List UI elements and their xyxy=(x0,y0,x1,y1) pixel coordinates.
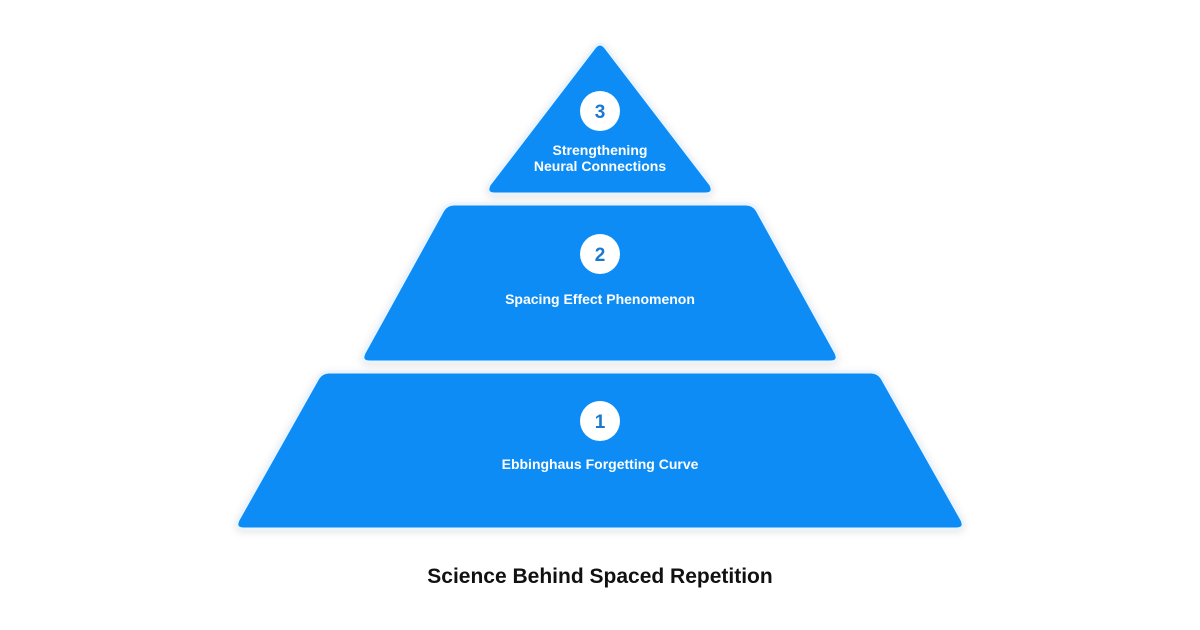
tier-label: Strengthening xyxy=(553,142,648,158)
tier-number: 3 xyxy=(595,102,606,123)
tier-label: Spacing Effect Phenomenon xyxy=(505,291,695,307)
tier-label: Ebbinghaus Forgetting Curve xyxy=(502,456,699,472)
tier-number-badge xyxy=(580,234,620,274)
tier-shape xyxy=(361,202,839,364)
tier-label: Neural Connections xyxy=(534,158,666,174)
tier-number-badge xyxy=(580,91,620,131)
diagram-title: Science Behind Spaced Repetition xyxy=(427,565,773,588)
tier-number: 1 xyxy=(595,412,606,433)
tier-number: 2 xyxy=(595,245,606,266)
tier-shape xyxy=(235,370,965,531)
tier-number-badge xyxy=(580,401,620,441)
